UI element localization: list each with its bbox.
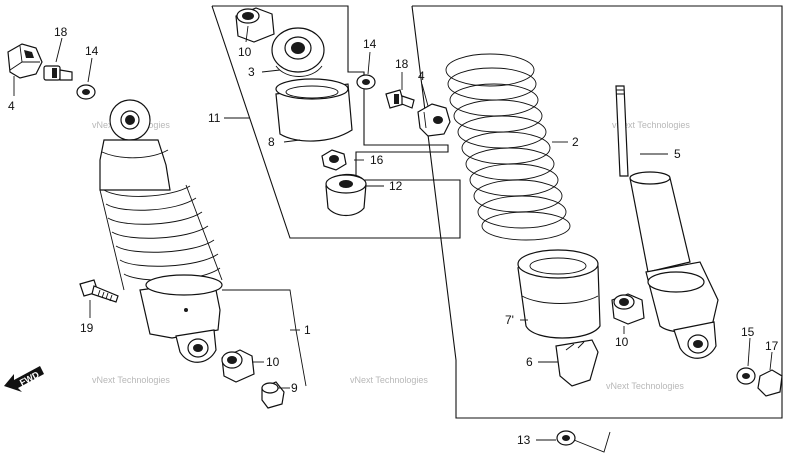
label-18-upper: 18 [395, 57, 409, 71]
group-frame-13 [411, 5, 783, 419]
part-4-cap-left [7, 43, 43, 79]
part-6-stopper [555, 339, 599, 387]
label-10-right: 10 [615, 335, 629, 349]
label-18-left: 18 [54, 25, 68, 39]
label-14-left: 14 [85, 44, 99, 58]
part-18-bolt-upper [385, 89, 415, 109]
part-9-collar [261, 381, 285, 409]
label-10-upper: 10 [238, 45, 252, 59]
part-16-nut [321, 149, 347, 171]
part-labels: 18 14 4 10 3 11 8 14 18 4 16 12 2 5 19 1… [8, 25, 779, 447]
label-5: 5 [674, 147, 681, 161]
label-16: 16 [370, 153, 384, 167]
part-5-damper [615, 85, 719, 359]
label-10-lower: 10 [266, 355, 280, 369]
part-14-washer-upper [356, 74, 376, 90]
part-3-upper-mount [271, 27, 325, 77]
label-11: 11 [208, 111, 221, 125]
label-1: 1 [304, 323, 311, 337]
label-19: 19 [80, 321, 94, 335]
callout-lines [13, 25, 773, 453]
label-2: 2 [572, 135, 579, 149]
watermark-5: vNext Technologies [606, 381, 684, 391]
part-15-washer [736, 367, 756, 385]
label-14-upper: 14 [363, 37, 377, 51]
part-17-cap-nut [757, 369, 783, 397]
part-8-spring-seat [275, 78, 353, 142]
part-2-spring [445, 53, 571, 241]
part-4-cap-upper [417, 103, 451, 137]
part-19-bolt [79, 279, 119, 303]
fwd-arrow: FWD [4, 366, 44, 392]
group-frame-11 [211, 5, 461, 239]
part-12-rubber-bushing [325, 173, 367, 217]
label-8: 8 [268, 135, 275, 149]
part-18-bolt-left [43, 65, 73, 81]
label-17: 17 [765, 339, 779, 353]
watermark-4: vNext Technologies [350, 375, 428, 385]
label-13: 13 [517, 433, 531, 447]
part-14-washer-left [76, 84, 96, 100]
label-3: 3 [248, 65, 255, 79]
label-7: 7' [505, 313, 514, 327]
part-13-washer [556, 430, 576, 446]
part-10-bushing-upper [235, 7, 275, 43]
group-frames [211, 5, 783, 419]
label-4-upper: 4 [418, 69, 425, 83]
label-4-left: 4 [8, 99, 15, 113]
watermark-2: vNext Technologies [612, 120, 690, 130]
label-15: 15 [741, 325, 755, 339]
part-7-lower-collar [517, 249, 601, 339]
label-6: 6 [526, 355, 533, 369]
label-9: 9 [291, 381, 298, 395]
part-10-bushing-right [611, 293, 645, 325]
watermark-3: vNext Technologies [92, 375, 170, 385]
label-12: 12 [389, 179, 403, 193]
part-1-shock-assembly [99, 99, 223, 363]
part-10-bushing-lower [221, 349, 255, 383]
